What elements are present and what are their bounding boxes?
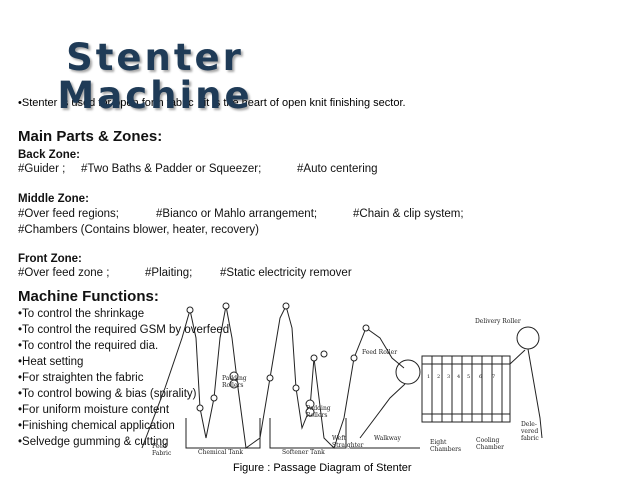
back-zone-label: Back Zone: (18, 149, 80, 161)
label-walkway: Walkway (374, 435, 401, 442)
list-item: •Finishing chemical application (18, 420, 175, 432)
middle-zone-item: #Bianco or Mahlo arrangement; (156, 208, 318, 220)
list-item: •For straighten the fabric (18, 372, 144, 384)
intro-prefix: •Stenter is used for open form fabric (18, 97, 194, 109)
label-softener-tank: Softener Tank (282, 449, 325, 456)
softener-tank (269, 418, 347, 449)
guide-roller (186, 306, 194, 314)
guide-roller (350, 354, 358, 362)
chamber-number: 5 (467, 374, 470, 380)
page-title-line-1: Stenter (66, 36, 244, 79)
label-weft-straighter-b: Straighter (332, 442, 364, 449)
label-padding-rollers-2b: Rollers (306, 412, 327, 419)
list-item: •To control the shrinkage (18, 308, 145, 320)
chamber-number: 7 (492, 374, 495, 380)
guide-roller (222, 302, 230, 310)
label-weft-straighter: Weft (332, 435, 346, 442)
guide-roller (362, 324, 370, 332)
chamber-number: 6 (479, 374, 482, 380)
label-feed-fabric: Feed (152, 443, 167, 450)
label-padding-rollers-2: Padding (306, 405, 331, 412)
label-feed-roller: Feed Roller (362, 349, 397, 356)
front-zone-item: #Plaiting; (145, 267, 193, 279)
list-item: •To control the required dia. (18, 340, 159, 352)
label-padding-rollers-1: Padding (222, 375, 247, 382)
middle-zone-row-2: #Chambers (Contains blower, heater, reco… (18, 224, 259, 236)
label-eight-chambers-b: Chambers (430, 446, 461, 453)
delivery-path (509, 348, 543, 439)
label-eight-chambers: Eight (430, 439, 447, 446)
figure-caption: Figure : Passage Diagram of Stenter (233, 462, 412, 474)
back-zone-items: #Guider ; #Two Baths & Padder or Squeezer… (18, 163, 378, 175)
label-cooling-chamber-b: Chamber (476, 444, 504, 451)
feed-roller (395, 359, 421, 385)
guide-roller (292, 384, 300, 392)
list-item: •Selvedge gumming & cutting (18, 436, 169, 448)
front-zone-item: #Static electricity remover (220, 267, 352, 279)
machine-functions-heading: Machine Functions: (18, 288, 159, 305)
padding-roller (305, 407, 315, 417)
back-zone-item: #Guider ; (18, 163, 66, 175)
guide-roller (196, 404, 204, 412)
page-title-line-2: Machine (57, 74, 253, 117)
guide-roller (210, 394, 218, 402)
fabric-path-2 (237, 304, 315, 449)
label-chemical-tank: Chemical Tank (198, 449, 243, 456)
label-delivered-fabric-c: fabric (521, 435, 539, 442)
machine-functions-list: •To control the shrinkage •To control th… (18, 306, 229, 450)
chamber-number: 2 (437, 374, 440, 380)
chamber-number: 4 (457, 374, 460, 380)
label-delivered-fabric: Dele- (521, 421, 537, 428)
middle-zone-row-1: #Over feed regions; #Bianco or Mahlo arra… (18, 208, 464, 220)
fabric-path (141, 305, 239, 449)
middle-zone-label: Middle Zone: (18, 193, 89, 205)
guide-roller (310, 354, 318, 362)
front-zone-item: #Over feed zone ; (18, 267, 110, 279)
list-item: •To control the required GSM by overfeed (18, 324, 230, 336)
label-delivery-roller: Delivery Roller (475, 318, 521, 325)
chambers-box (421, 355, 511, 423)
middle-zone-item: #Over feed regions; (18, 208, 120, 220)
weft-path (359, 383, 406, 439)
middle-zone-item: #Chain & clip system; (353, 208, 464, 220)
label-padding-rollers-1b: Rollers (222, 382, 243, 389)
label-feed-fabric-b: Fabric (152, 450, 172, 457)
label-cooling-chamber: Cooling (476, 437, 500, 444)
intro-suffix: ; it is the heart of open knit finishing… (197, 97, 406, 109)
intro-text: •Stenter is used for open form fabric; i… (18, 97, 406, 109)
list-item: •To control bowing & bias (spirality) (18, 388, 197, 400)
chamber-number: 3 (447, 374, 450, 380)
list-item: •For uniform moisture content (18, 404, 170, 416)
back-zone-item: #Auto centering (297, 163, 378, 175)
list-item: •Heat setting (18, 356, 84, 368)
chemical-tank (185, 418, 261, 449)
front-zone-items: #Over feed zone ; #Plaiting; #Static elect… (18, 267, 352, 279)
fabric-path-3 (313, 327, 405, 449)
front-zone-label: Front Zone: (18, 253, 82, 265)
chamber-number: 1 (427, 374, 430, 380)
delivery-roller (516, 326, 540, 350)
label-delivered-fabric-b: vered (520, 428, 538, 435)
guide-roller (266, 374, 274, 382)
padding-roller (229, 379, 239, 389)
guide-roller (282, 302, 290, 310)
stenter-passage-diagram: Delivery Roller Feed Roller Padding Roll… (141, 302, 543, 457)
back-zone-item: #Two Baths & Padder or Squeezer; (81, 163, 262, 175)
guide-roller (320, 350, 328, 358)
main-parts-heading: Main Parts & Zones: (18, 128, 163, 145)
